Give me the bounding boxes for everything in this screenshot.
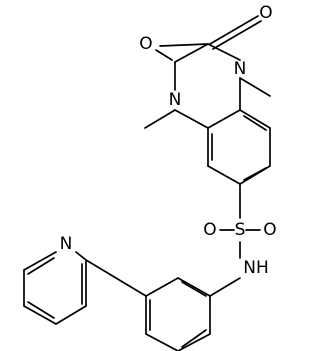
bond-24: [85, 259, 117, 279]
bond-9: [239, 109, 271, 129]
bond-23: [115, 277, 147, 297]
bond-17: [177, 277, 211, 297]
bond-20: [145, 333, 179, 351]
bond-0: [207, 43, 241, 61]
bond-8: [144, 109, 176, 129]
bond-5: [174, 43, 209, 63]
double-bond-12: [27, 257, 55, 275]
double-bond-3: [155, 49, 173, 61]
bond-25: [75, 251, 87, 261]
atom-n-pyridine: N: [60, 234, 73, 254]
structure-diagram: O O N N S O O NH N: [23, 3, 277, 351]
atom-o-left: O: [139, 34, 152, 54]
bond-layer: [23, 15, 271, 351]
double-bond-4: [243, 115, 267, 131]
bond-3: [174, 109, 209, 129]
atom-o-sulfonyl-left: O: [203, 220, 216, 240]
bond-18: [145, 277, 179, 297]
bond-29: [55, 305, 87, 325]
bond-2: [207, 109, 241, 129]
double-bond-1: [212, 20, 262, 50]
bond-21: [177, 333, 211, 351]
atom-n-methyl-left: N: [169, 90, 182, 110]
double-bond-11: [181, 329, 207, 348]
atom-n-methyl-right: N: [234, 59, 247, 79]
bond-28: [23, 305, 57, 325]
atom-o-top: O: [259, 3, 272, 23]
double-bond-9: [181, 281, 207, 297]
atom-o-sulfonyl-right: O: [263, 220, 276, 240]
bond-16: [209, 277, 241, 297]
atom-label-layer: O O N N S O O NH N: [60, 3, 277, 278]
double-bond-2: [159, 43, 209, 47]
double-bond-5: [243, 167, 267, 181]
bond-26: [23, 251, 57, 271]
bond-12: [207, 165, 241, 185]
double-bond-13: [27, 301, 55, 319]
bond-7: [239, 77, 271, 97]
double-bond-0: [209, 15, 259, 45]
atom-n-amide: NH: [243, 258, 269, 278]
atom-s-sulfonyl: S: [235, 220, 246, 240]
